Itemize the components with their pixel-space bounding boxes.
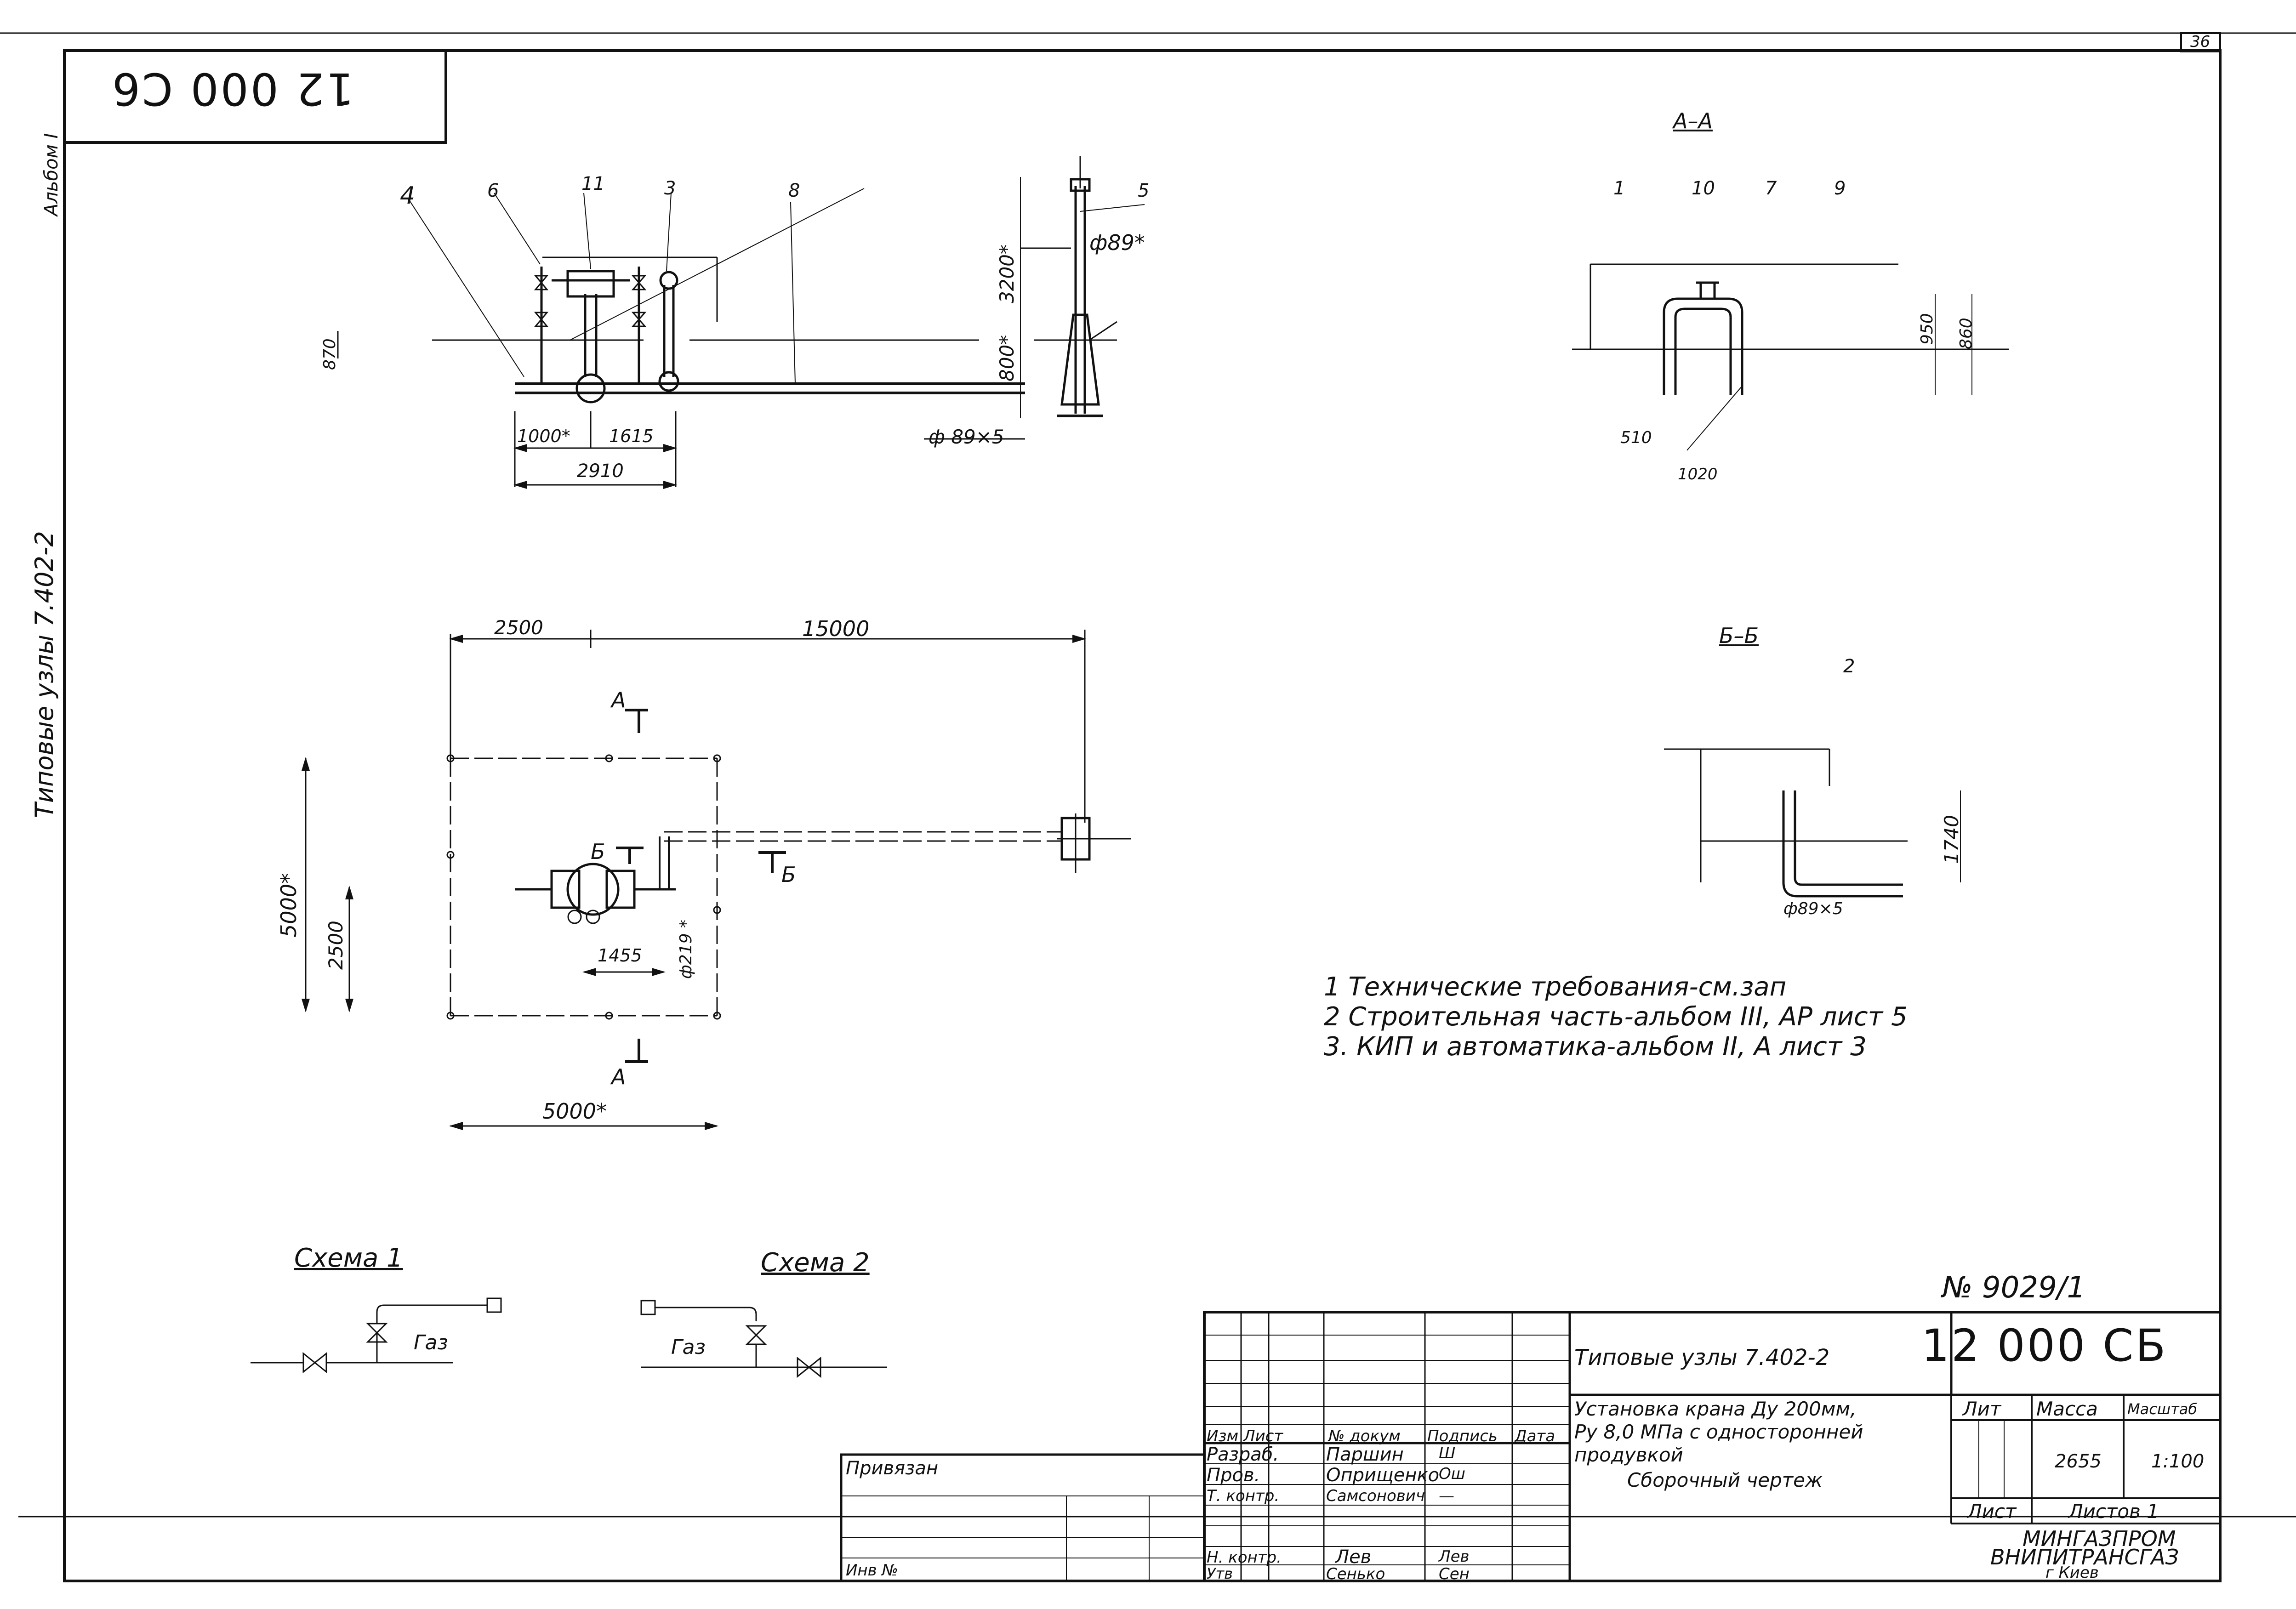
lit-header: Лит [1963, 1398, 2001, 1420]
scheme-2-title: Схема 2 [761, 1248, 870, 1278]
dim-510: 510 [1620, 428, 1652, 447]
callout-6: 6 [487, 180, 499, 201]
cut-mark-b-right: Б [781, 862, 796, 887]
role-razrab: Разраб. [1207, 1444, 1279, 1465]
title-series: Типовые узлы 7.402-2 [1574, 1345, 1830, 1370]
mass-value: 2655 [2055, 1451, 2102, 1472]
callout-3: 3 [664, 178, 676, 199]
cut-mark-a-top: А [611, 688, 626, 712]
org-line-2: ВНИПИТРАНСГАЗ [1990, 1545, 2179, 1569]
title-code: 12 000 СБ [1921, 1320, 2168, 1371]
dim-3200: 3200* [996, 244, 1018, 303]
plan-dimensions [302, 630, 1086, 1130]
scheme-1-title: Схема 1 [294, 1243, 403, 1273]
privyazan-label: Привязан [846, 1458, 939, 1479]
title-name-line-2: Ру 8,0 МПа с односторонней [1574, 1421, 1863, 1443]
note-3: 3. КИП и автоматика-альбом II, А лист 3 [1324, 1032, 1867, 1062]
dim-950: 950 [1918, 313, 1937, 345]
role-tkontr: Т. контр. [1207, 1487, 1280, 1505]
callout-4: 4 [400, 182, 416, 210]
name-samsonovich: Самсонович [1326, 1487, 1425, 1505]
callout-5: 5 [1138, 180, 1150, 201]
stamp-code: 12 000 С6 [110, 63, 354, 114]
col-header-date: Дата [1515, 1427, 1555, 1445]
name-parshin: Паршин [1326, 1444, 1404, 1465]
title-block-grid [840, 1311, 2222, 1582]
margin-series-label: Типовые узлы 7.402-2 [30, 531, 59, 818]
dim-d89x5-b: ф89×5 [1783, 899, 1843, 918]
signature-3: — [1439, 1487, 1454, 1505]
scheme-2-gas-label: Газ [671, 1336, 706, 1359]
dim-plan-5000-left: 5000* [276, 873, 301, 938]
role-nkontr: Н. контр. [1207, 1548, 1282, 1567]
section-a-a-title: А–А [1673, 108, 1713, 133]
role-prov: Пров. [1207, 1465, 1260, 1486]
dim-1020: 1020 [1678, 465, 1718, 483]
dim-plan-2500: 2500 [494, 616, 543, 639]
signature-1: Ш [1439, 1444, 1456, 1462]
callout-7: 7 [1765, 178, 1777, 199]
scale-header: Масштаб [2127, 1400, 2198, 1418]
callout-9: 9 [1834, 178, 1846, 199]
signature-5: Лев [1439, 1547, 1470, 1566]
section-a-a-view [1572, 263, 2009, 451]
dim-870: 870 [320, 338, 339, 370]
elevation-view [432, 156, 1117, 418]
sheet-label: Лист [1967, 1500, 2017, 1523]
dim-860: 860 [1957, 318, 1976, 349]
name-oprishchenko: Оприщенко [1326, 1465, 1440, 1486]
scheme-2 [640, 1300, 887, 1378]
note-2: 2 Строительная часть-альбом III, АР лист… [1324, 1002, 1908, 1032]
margin-album-label: Альбом I [41, 133, 62, 216]
col-header-sign: Подпись [1427, 1427, 1498, 1445]
inv-label: Инв № [846, 1561, 898, 1580]
org-line-1: МИНГАЗПРОМ [2023, 1526, 2176, 1551]
col-header-list: Лист [1243, 1427, 1283, 1445]
dim-plan-d219: ф219 * [677, 920, 695, 979]
dim-1000: 1000* [517, 426, 570, 446]
doc-number: № 9029/1 [1942, 1271, 2086, 1305]
col-header-izm: Изм [1207, 1427, 1239, 1445]
cut-mark-b-left: Б [591, 839, 605, 864]
callout-1: 1 [1613, 178, 1625, 199]
name-lev: Лев [1335, 1546, 1372, 1568]
signature-2: Ош [1439, 1465, 1465, 1483]
dim-1740: 1740 [1940, 815, 1963, 864]
note-1: 1 Технические требования-см.зап [1324, 972, 1787, 1002]
dim-plan-2500-left: 2500 [325, 921, 347, 970]
title-name-line-4: Сборочный чертеж [1627, 1469, 1823, 1491]
section-b-b-title: Б–Б [1719, 623, 1759, 648]
role-utv: Утв [1207, 1565, 1233, 1582]
callout-8: 8 [788, 180, 800, 201]
cut-mark-a-bottom: А [611, 1064, 626, 1089]
sheets-label: Листов 1 [2068, 1500, 2159, 1523]
sheet-number: 36 [2190, 33, 2211, 51]
dim-1615: 1615 [609, 426, 654, 446]
title-name-line-3: продувкой [1574, 1444, 1683, 1466]
scale-value: 1:100 [2151, 1451, 2205, 1472]
section-b-b-view [1664, 748, 1961, 898]
col-header-doc: № докум [1328, 1427, 1401, 1445]
dim-d89: ф89* [1089, 230, 1145, 255]
plan-view [446, 709, 1131, 1063]
scheme-1-gas-label: Газ [414, 1331, 448, 1354]
scheme-1 [251, 1297, 502, 1374]
signature-6: Сен [1439, 1565, 1470, 1583]
name-senko: Сенько [1326, 1565, 1385, 1583]
title-name-line-1: Установка крана Ду 200мм, [1574, 1398, 1857, 1420]
dim-800: 800* [996, 335, 1018, 381]
dim-plan-5000-bottom: 5000* [542, 1099, 607, 1124]
elevation-dimensions [337, 188, 1145, 489]
dim-plan-1455: 1455 [598, 945, 642, 966]
callout-10: 10 [1692, 178, 1715, 199]
dim-plan-15000: 15000 [802, 616, 870, 641]
dim-d89x5: ф 89×5 [929, 426, 1004, 448]
mass-header: Масса [2036, 1398, 2098, 1420]
org-line-3: г Киев [2045, 1564, 2099, 1582]
callout-11: 11 [581, 173, 605, 194]
dim-2910: 2910 [577, 461, 624, 482]
callout-2: 2 [1843, 656, 1855, 677]
